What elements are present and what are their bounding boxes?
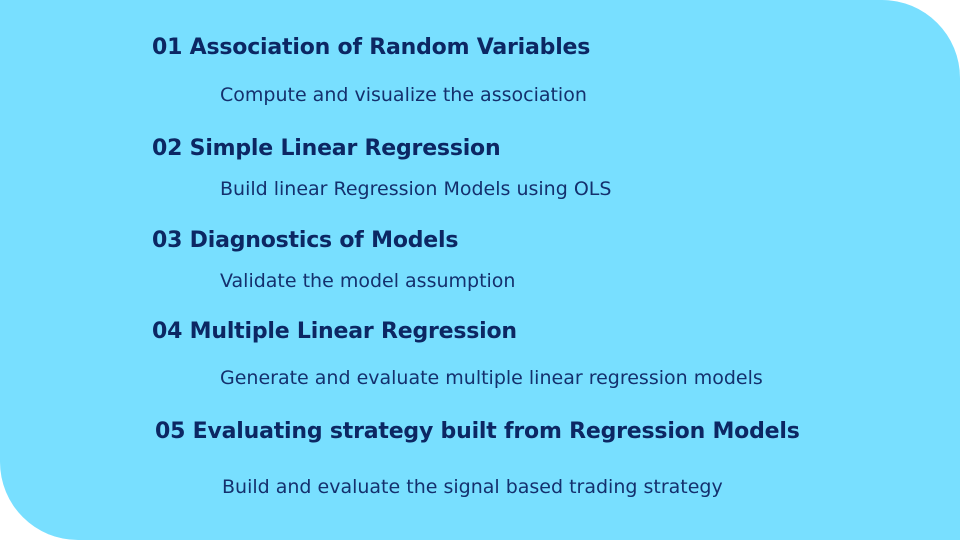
item-description-2: Build linear Regression Models using OLS: [220, 178, 612, 200]
item-description-3: Validate the model assumption: [220, 270, 516, 292]
item-title-2: 02 Simple Linear Regression: [152, 136, 501, 161]
item-title-1: 01 Association of Random Variables: [152, 35, 591, 60]
item-title-4: 04 Multiple Linear Regression: [152, 319, 517, 344]
item-description-4: Generate and evaluate multiple linear re…: [220, 367, 763, 389]
item-description-1: Compute and visualize the association: [220, 84, 587, 106]
item-description-5: Build and evaluate the signal based trad…: [222, 476, 723, 498]
item-title-3: 03 Diagnostics of Models: [152, 228, 459, 253]
item-title-5: 05 Evaluating strategy built from Regres…: [155, 419, 800, 444]
